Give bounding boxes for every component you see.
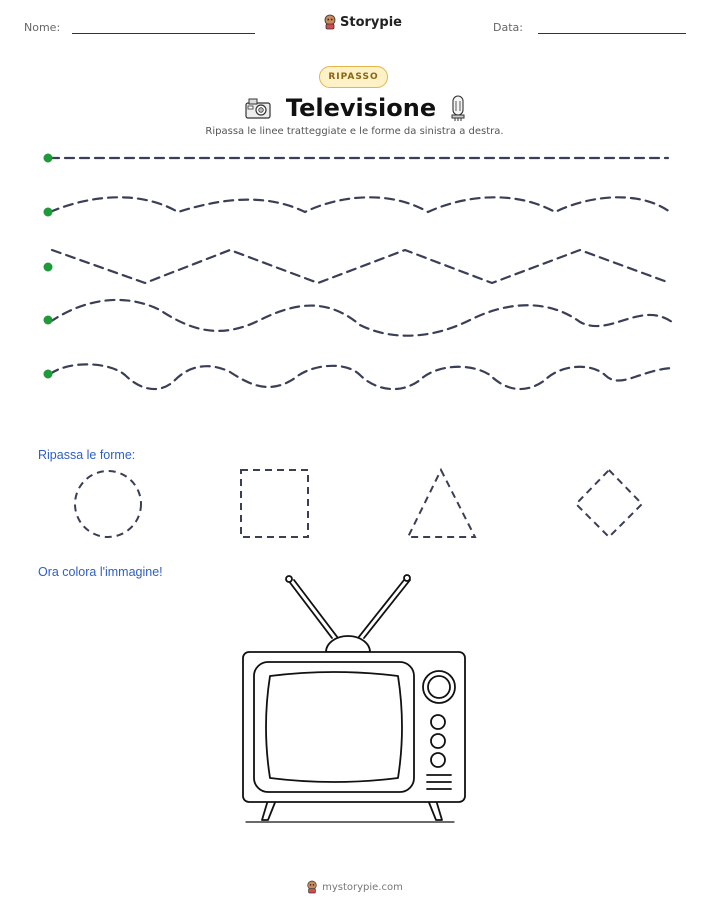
trace-line-gentle-wave[interactable] bbox=[48, 196, 672, 214]
trace-square[interactable] bbox=[240, 469, 309, 538]
title-row: Televisione bbox=[240, 90, 470, 126]
name-label: Nome: bbox=[24, 21, 61, 34]
page-title: Televisione bbox=[285, 94, 437, 122]
television-coloring-image[interactable] bbox=[240, 570, 480, 826]
trace-diamond[interactable] bbox=[574, 468, 644, 539]
footer: mystorypie.com bbox=[0, 880, 709, 894]
trace-circle[interactable] bbox=[74, 470, 142, 538]
trace-line-big-wave[interactable] bbox=[48, 298, 674, 337]
brand-name: Storypie bbox=[340, 14, 402, 30]
trace-triangle[interactable] bbox=[406, 467, 477, 538]
name-line[interactable] bbox=[72, 33, 255, 34]
footer-link[interactable]: mystorypie.com bbox=[322, 881, 403, 893]
shapes-section-label: Ripassa le forme: bbox=[38, 448, 136, 462]
start-dot bbox=[43, 153, 53, 163]
start-dot bbox=[43, 315, 53, 325]
instructions: Ripassa le linee tratteggiate e le forme… bbox=[205, 126, 504, 137]
start-dot bbox=[43, 369, 53, 379]
storypie-mascot-icon bbox=[307, 880, 317, 894]
review-badge: RIPASSO bbox=[319, 66, 388, 88]
tracing-lines bbox=[43, 153, 674, 391]
date-label: Data: bbox=[493, 21, 523, 34]
trace-line-zigzag[interactable] bbox=[50, 248, 672, 285]
tracing-shapes bbox=[74, 467, 644, 539]
date-line[interactable] bbox=[538, 33, 686, 34]
start-dot bbox=[43, 207, 53, 217]
camera-icon bbox=[245, 98, 271, 119]
storypie-mascot-icon bbox=[324, 14, 336, 30]
start-dot bbox=[43, 262, 53, 272]
vacuum-tube-icon bbox=[451, 95, 465, 121]
color-section-label: Ora colora l'immagine! bbox=[38, 565, 163, 579]
trace-line-tight-wave[interactable] bbox=[48, 363, 674, 391]
brand-logo: Storypie bbox=[323, 14, 402, 30]
